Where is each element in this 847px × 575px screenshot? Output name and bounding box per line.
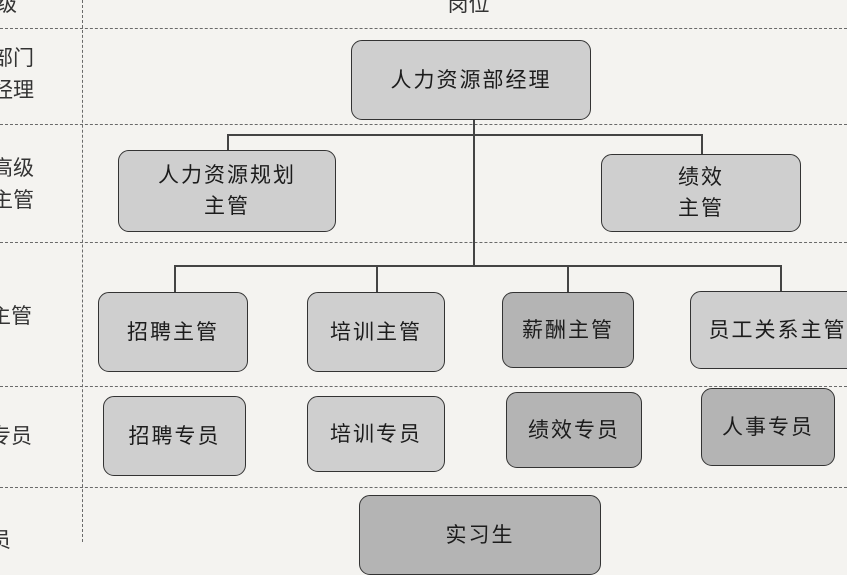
row-divider-4 [0, 386, 847, 387]
level-label-dept-manager: 部门 经理 [0, 46, 34, 102]
node-recruit-specialist: 招聘专员 [103, 396, 246, 476]
node-relations-supervisor: 员工关系主管 [690, 291, 847, 369]
level-column-header: 级 [0, 0, 17, 16]
node-planning-supervisor: 人力资源规划 主管 [118, 150, 336, 232]
connector-to-planning [227, 134, 229, 152]
node-hr-manager: 人力资源部经理 [351, 40, 591, 120]
connector-to-salary [567, 265, 569, 293]
row-divider-1 [0, 28, 847, 29]
level-label-supervisor: 主管 [0, 304, 32, 328]
level-label-intern: 员 [0, 528, 11, 552]
row-divider-3 [0, 242, 847, 243]
node-performance-supervisor: 绩效 主管 [601, 154, 801, 232]
connector-to-recruit [174, 265, 176, 293]
connector-to-training [376, 265, 378, 293]
connector-manager-down [473, 118, 475, 266]
level-label-specialist: 专员 [0, 424, 32, 448]
row-divider-5 [0, 487, 847, 488]
position-column-header: 岗位 [447, 0, 490, 16]
node-training-specialist: 培训专员 [307, 396, 445, 472]
node-salary-supervisor: 薪酬主管 [502, 292, 634, 368]
row-divider-2 [0, 124, 847, 125]
connector-supervisor-bar [174, 265, 782, 267]
column-divider [82, 0, 83, 542]
level-label-senior-supervisor: 高级 主管 [0, 156, 34, 212]
node-personnel-specialist: 人事专员 [701, 388, 835, 466]
connector-senior-bar [227, 134, 703, 136]
connector-to-performance [701, 134, 703, 156]
node-performance-specialist: 绩效专员 [506, 392, 642, 468]
node-intern: 实习生 [359, 495, 601, 575]
connector-to-relations [780, 265, 782, 291]
node-training-supervisor: 培训主管 [307, 292, 445, 372]
node-recruit-supervisor: 招聘主管 [98, 292, 248, 372]
